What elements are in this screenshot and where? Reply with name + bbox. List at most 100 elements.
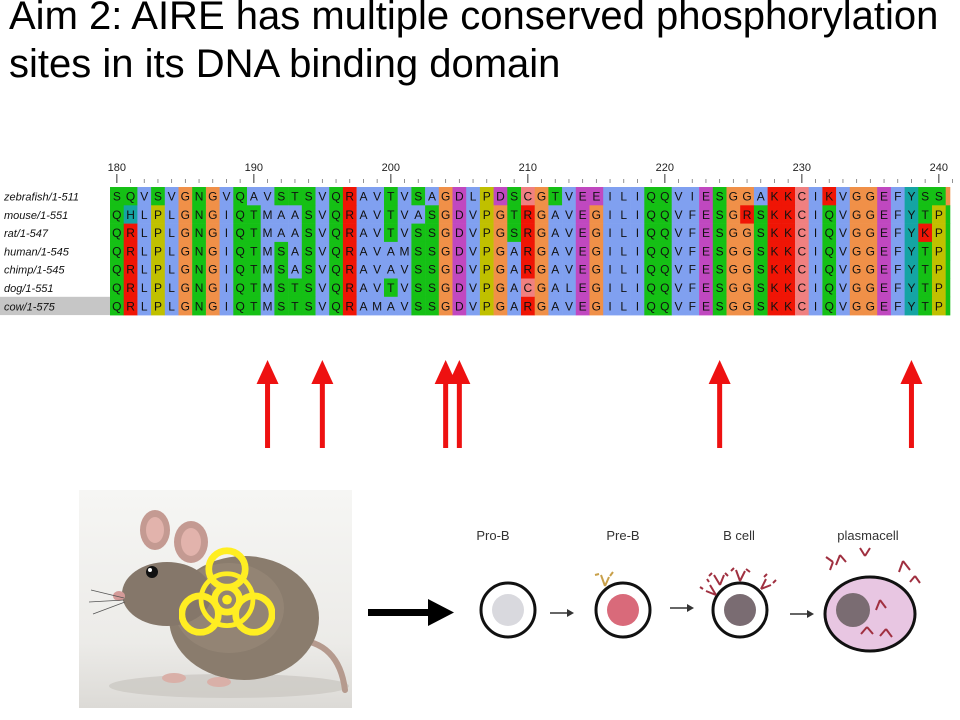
residue-letter: T	[921, 299, 929, 313]
residue-cell	[507, 205, 522, 224]
residue-letter: V	[839, 263, 847, 277]
residue-letter: V	[373, 208, 381, 222]
residue-cell	[356, 205, 371, 224]
b-cell-development-diagram: Pro-B Pre-B B cell plasmacell	[476, 528, 921, 653]
residue-letter: M	[263, 208, 273, 222]
residue-letter: L	[620, 190, 627, 204]
residue-cell	[397, 260, 412, 279]
residue-letter: S	[757, 281, 765, 295]
residue-cell	[123, 223, 138, 243]
residue-letter: D	[455, 226, 464, 240]
ruler-label: 220	[656, 162, 674, 174]
residue-letter: G	[181, 226, 190, 240]
residue-cell	[575, 187, 590, 206]
residue-cell	[671, 260, 686, 279]
residue-cell	[151, 278, 166, 298]
residue-cell	[260, 278, 275, 298]
residue-cell	[863, 223, 878, 243]
residue-letter: S	[414, 263, 422, 277]
residue-letter: S	[428, 263, 436, 277]
residue-cell	[137, 223, 152, 243]
residue-cell	[781, 278, 796, 298]
residue-letter: Q	[112, 226, 121, 240]
residue-cell	[589, 278, 604, 298]
residue-letter: G	[742, 190, 751, 204]
residue-cell	[219, 296, 234, 316]
residue-cell	[877, 278, 892, 298]
residue-cell	[822, 260, 837, 279]
residue-cell	[301, 223, 316, 243]
residue-letter: V	[373, 281, 381, 295]
residue-letter: E	[579, 263, 587, 277]
residue-cell	[274, 278, 289, 298]
stage-label-plasmacell: plasmacell	[837, 528, 899, 543]
sequence-label: human/1-545	[4, 246, 70, 258]
residue-cell	[740, 296, 755, 316]
residue-letter: L	[141, 244, 148, 258]
residue-cell	[370, 241, 385, 261]
residue-letter: G	[729, 226, 738, 240]
residue-letter: S	[716, 263, 724, 277]
residue-letter: I	[225, 226, 228, 240]
residue-letter: G	[208, 244, 217, 258]
residue-letter: P	[483, 263, 491, 277]
residue-cell	[767, 187, 782, 206]
phosphorylation-arrow	[900, 360, 923, 448]
residue-cell	[822, 223, 837, 243]
residue-cell	[945, 241, 951, 261]
residue-letter: V	[318, 281, 326, 295]
residue-cell	[726, 187, 741, 206]
residue-cell	[836, 278, 851, 298]
residue-cell	[699, 296, 714, 316]
residue-letter: S	[428, 299, 436, 313]
residue-cell	[781, 241, 796, 261]
residue-cell	[479, 296, 494, 316]
residue-letter: P	[154, 208, 162, 222]
residue-cell	[658, 223, 672, 243]
residue-letter: S	[414, 190, 422, 204]
residue-cell	[411, 278, 426, 298]
residue-cell	[247, 187, 261, 206]
residue-letter: A	[551, 208, 559, 222]
residue-letter: I	[814, 244, 817, 258]
residue-letter: M	[263, 226, 273, 240]
residue-letter: S	[414, 299, 422, 313]
residue-letter: A	[428, 190, 436, 204]
residue-letter: L	[141, 281, 148, 295]
residue-cell	[356, 296, 371, 316]
residue-letter: A	[359, 190, 367, 204]
residue-cell	[151, 260, 166, 279]
residue-letter: S	[428, 226, 436, 240]
residue-letter: A	[510, 281, 518, 295]
residue-letter: S	[277, 281, 285, 295]
residue-letter: P	[483, 299, 491, 313]
residue-letter: P	[935, 299, 943, 313]
residue-letter: E	[880, 190, 888, 204]
residue-letter: Q	[331, 263, 340, 277]
residue-cell	[301, 205, 316, 224]
residue-letter: Q	[646, 190, 655, 204]
residue-cell	[726, 278, 741, 298]
residue-cell	[753, 187, 768, 206]
residue-letter: L	[566, 281, 573, 295]
residue-letter: E	[702, 263, 710, 277]
residue-cell	[890, 241, 905, 261]
residue-letter: E	[579, 299, 587, 313]
residue-letter: A	[359, 299, 367, 313]
residue-letter: F	[894, 281, 901, 295]
residue-letter: D	[455, 208, 464, 222]
residue-cell	[822, 187, 837, 206]
ruler-label: 240	[930, 162, 948, 174]
residue-letter: V	[401, 263, 409, 277]
residue-letter: A	[510, 244, 518, 258]
residue-cell	[137, 241, 152, 261]
residue-letter: R	[126, 226, 135, 240]
residue-letter: A	[387, 299, 395, 313]
residue-letter: I	[636, 190, 639, 204]
residue-cell	[918, 187, 933, 206]
residue-cell	[164, 296, 179, 316]
residue-cell	[534, 296, 549, 316]
residue-letter: G	[852, 190, 861, 204]
